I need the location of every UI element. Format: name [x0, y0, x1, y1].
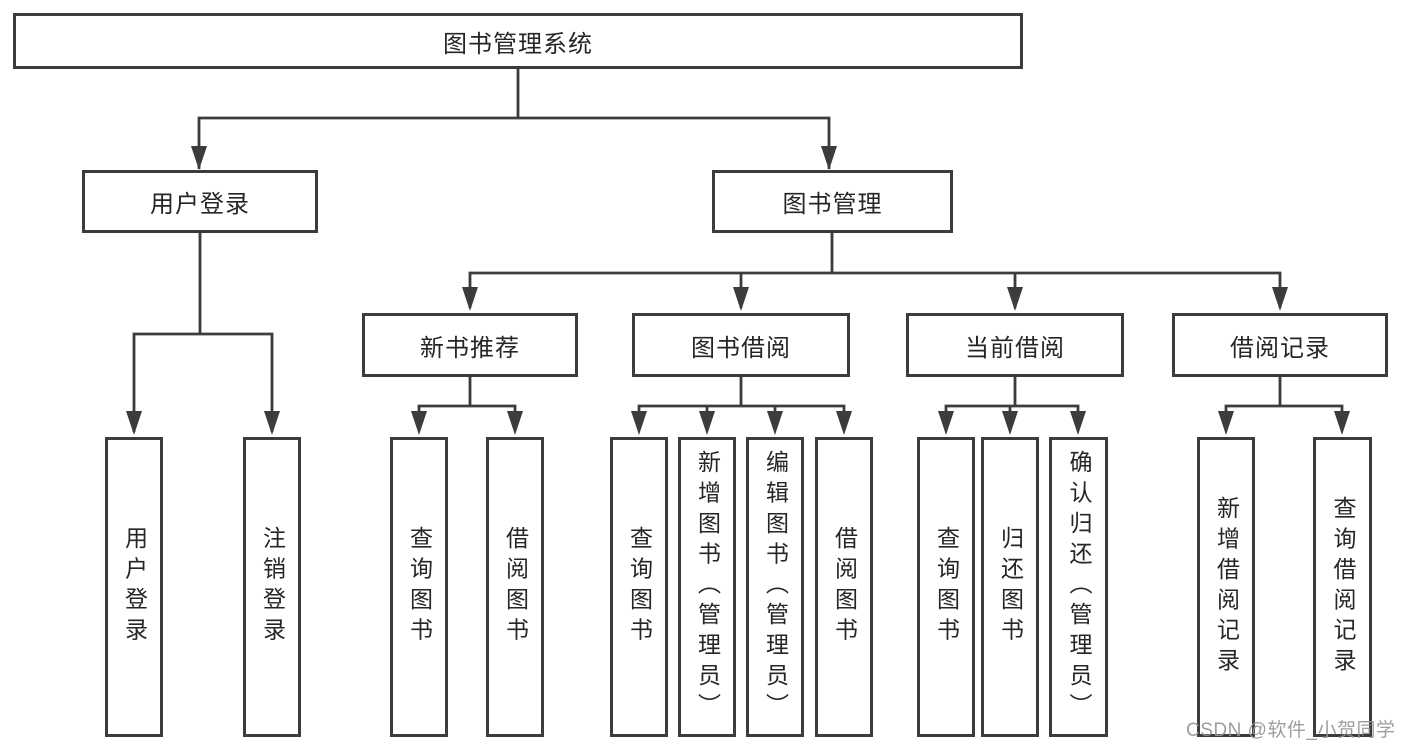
arrowheads — [126, 146, 1350, 435]
leaf-add-borrow-record: 新增借阅记录 — [1197, 437, 1255, 737]
watermark-text: CSDN @软件_小贺同学 — [1186, 720, 1396, 741]
leaf-query-books-current: 查询图书 — [917, 437, 975, 737]
node-book-borrow: 图书借阅 — [632, 313, 850, 377]
node-borrow-records: 借阅记录 — [1172, 313, 1388, 377]
node-new-book-recommend: 新书推荐 — [362, 313, 578, 377]
leaf-user-login: 用户登录 — [105, 437, 163, 737]
node-library-management-system: 图书管理系统 — [13, 13, 1023, 69]
leaf-add-book-admin: 新增图书（管理员） — [678, 437, 736, 737]
node-current-borrow: 当前借阅 — [906, 313, 1124, 377]
leaf-confirm-return-admin: 确认归还（管理员） — [1049, 437, 1108, 737]
leaf-query-books-recommend: 查询图书 — [390, 437, 448, 737]
leaf-query-books-borrow: 查询图书 — [610, 437, 668, 737]
leaf-query-borrow-record: 查询借阅记录 — [1313, 437, 1372, 737]
leaf-return-book: 归还图书 — [981, 437, 1039, 737]
leaf-borrow-books: 借阅图书 — [815, 437, 873, 737]
node-user-login: 用户登录 — [82, 170, 318, 233]
leaf-logout-login: 注销登录 — [243, 437, 301, 737]
node-book-management: 图书管理 — [712, 170, 953, 233]
leaf-edit-book-admin: 编辑图书（管理员） — [746, 437, 804, 737]
leaf-borrow-books-recommend: 借阅图书 — [486, 437, 544, 737]
